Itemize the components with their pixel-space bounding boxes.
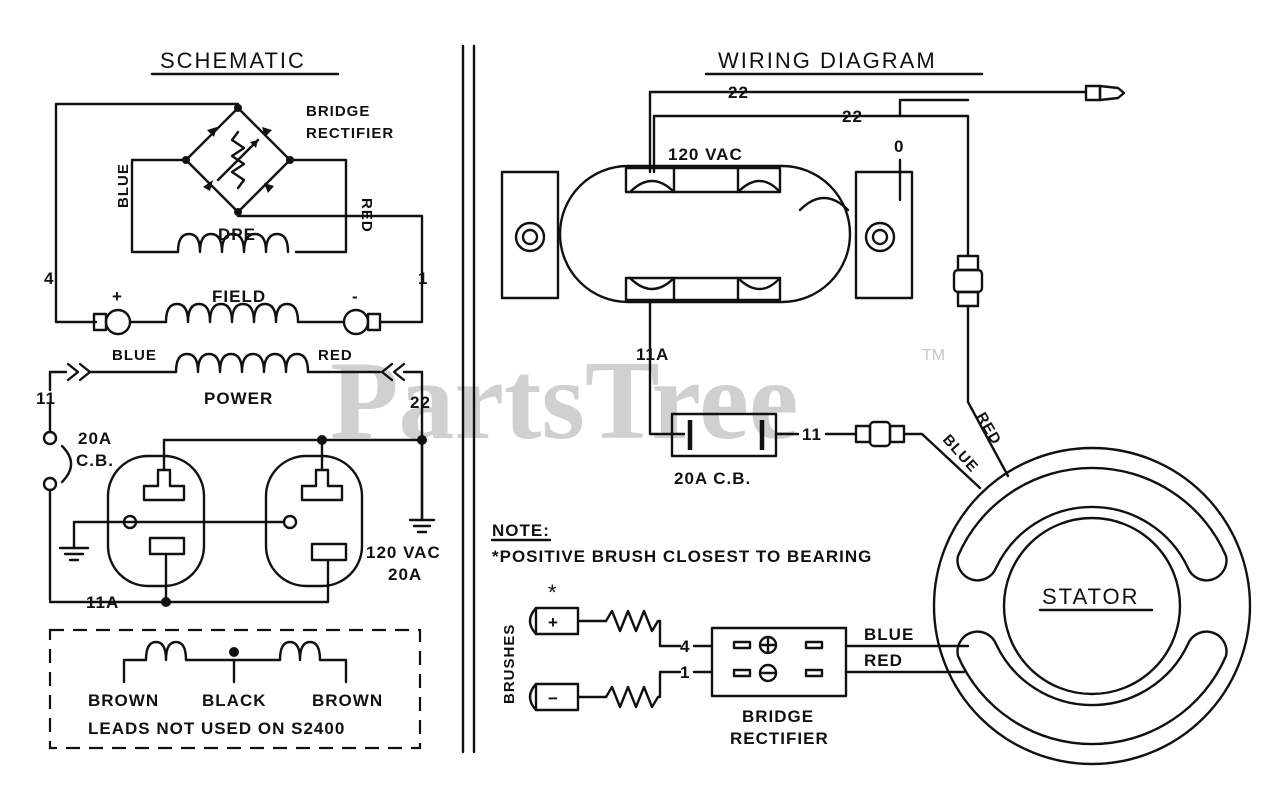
schematic-brown-left: BROWN (88, 691, 159, 710)
schematic-junction-1 (317, 435, 327, 445)
wiring-22-top-label: 22 (728, 83, 749, 102)
schematic-field-row (92, 302, 382, 336)
schematic-power-blue: BLUE (112, 347, 157, 364)
wiring-11a-label: 11A (636, 345, 669, 364)
wiring-vac-label: 120 VAC (668, 145, 743, 164)
schematic-ground-wire (72, 520, 286, 550)
wiring-red-label: RED (973, 410, 1005, 449)
watermark-text: PartsTree (330, 339, 799, 463)
wire-bottom-right (236, 210, 424, 324)
wiring-stator-label: STATOR (1042, 584, 1140, 609)
schematic-ground-right (408, 438, 436, 534)
wiring-bridge-label-2: RECTIFIER (730, 729, 829, 748)
schematic-bridge-label-2: RECTIFIER (306, 125, 394, 142)
schematic-minus-label: - (352, 287, 359, 306)
wiring-red-connector (952, 254, 984, 308)
schematic-11a-label: 11A (86, 593, 119, 612)
wiring-wire-blue (902, 432, 982, 490)
schematic-leads-box (48, 628, 422, 750)
schematic-bridge-rectifier (182, 104, 294, 216)
wiring-stator (932, 446, 1252, 766)
schematic-dpe-coil (176, 232, 290, 254)
schematic-cb-label-1: 20A (78, 429, 112, 448)
wiring-receptacle-body (500, 164, 914, 304)
wire-red-dpe (288, 158, 348, 254)
wire-blue-dpe (130, 158, 188, 254)
wiring-bridge-rectifier (710, 626, 848, 698)
wiring-11-label: 11 (802, 425, 822, 444)
schematic-num-22: 22 (410, 393, 431, 412)
wiring-section: WIRING DIAGRAM 22 22 0 (490, 48, 1252, 766)
schematic-black: BLACK (202, 691, 267, 710)
wiring-brush-plus: + (548, 613, 559, 632)
schematic-cb-label-2: C.B. (76, 451, 114, 470)
wiring-out-blue-label: BLUE (864, 625, 914, 644)
schematic-vac-label-2: 20A (388, 565, 422, 584)
schematic-field-label: FIELD (212, 287, 266, 306)
wiring-out-red-label: RED (864, 651, 903, 670)
wiring-cb-label: 20A C.B. (674, 469, 751, 488)
schematic-ground-left (58, 546, 90, 562)
wiring-num-4: 4 (680, 637, 690, 656)
schematic-leads-note: LEADS NOT USED ON S2400 (88, 719, 345, 738)
wiring-wire-22-top (648, 90, 1088, 174)
schematic-red-label: RED (358, 198, 375, 233)
schematic-title: SCHEMATIC (160, 48, 306, 73)
wiring-wire-0-loop (898, 98, 970, 118)
wiring-plug-connector (1084, 84, 1126, 102)
schematic-brown-right: BROWN (312, 691, 383, 710)
wiring-0-label: 0 (894, 137, 904, 156)
wiring-wire-red (966, 304, 1010, 478)
wiring-22-mid-label: 22 (842, 107, 863, 126)
schematic-blue-label: BLUE (115, 163, 132, 208)
schematic-num-11: 11 (36, 389, 56, 408)
schematic-receptacle-right (48, 454, 364, 604)
wiring-brushes-label: BRUSHES (501, 624, 518, 704)
schematic-bridge-label-1: BRIDGE (306, 103, 370, 120)
schematic-num-1: 1 (418, 269, 428, 288)
schematic-junction-3 (161, 597, 171, 607)
schematic-circuit-breaker (42, 402, 73, 602)
wiring-note-text: *POSITIVE BRUSH CLOSEST TO BEARING (492, 547, 872, 566)
wiring-inline-connector (854, 420, 906, 448)
wiring-bridge-label-1: BRIDGE (742, 707, 814, 726)
wiring-num-1: 1 (680, 663, 690, 682)
schematic-num-4: 4 (44, 269, 54, 288)
wiring-asterisk: * (548, 580, 559, 605)
schematic-power-red: RED (318, 347, 353, 364)
wiring-note-title: NOTE: (492, 521, 550, 540)
center-divider (461, 44, 476, 754)
schematic-plus-label: + (112, 287, 123, 306)
schematic-vac-label-1: 120 VAC (366, 543, 441, 562)
schematic-power-label: POWER (204, 389, 273, 408)
wiring-title: WIRING DIAGRAM (718, 48, 937, 73)
wiring-brush-positive (528, 606, 682, 648)
wiring-wire-22-mid (652, 114, 970, 258)
watermark-tm: TM (922, 347, 945, 364)
schematic-section: SCHEMATIC BRIDGE RECTIFIER BLUE RED (36, 48, 441, 750)
wire-top-left (54, 102, 240, 324)
wiring-brush-negative (528, 670, 682, 712)
wiring-brush-minus: − (548, 689, 559, 708)
